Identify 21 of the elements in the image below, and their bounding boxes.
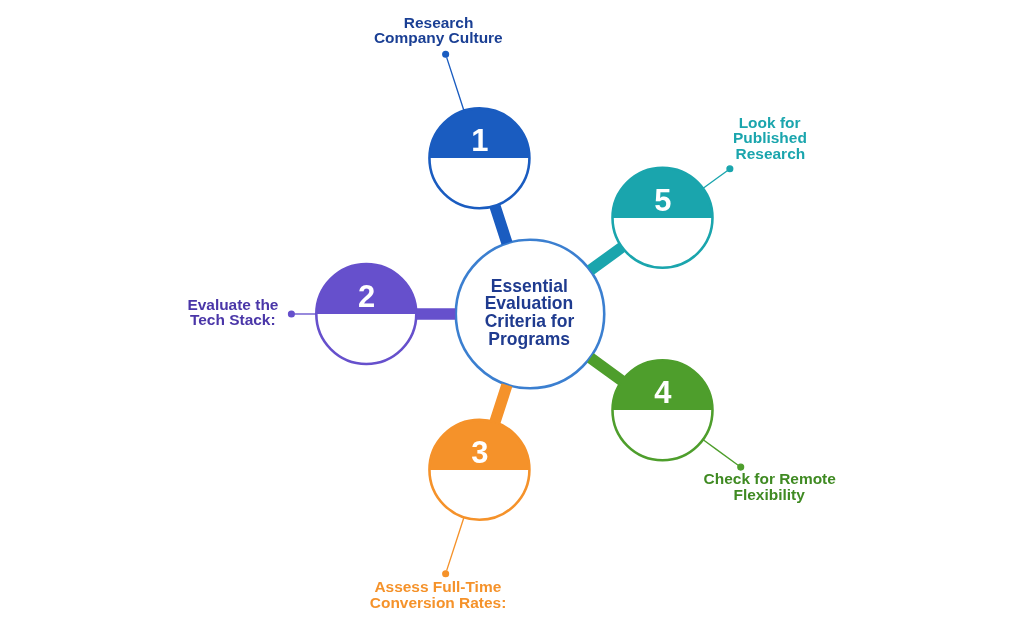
connector [442,50,465,112]
node-text: Assess Full-Time Conversion Rates: [369,578,507,611]
node-text: Look for Published Research [733,113,807,162]
connector [702,439,745,471]
node-circle: Essential Evaluation Criteria for Programs [454,238,606,390]
connector [489,204,513,245]
node-text: Evaluate the Tech Stack: [187,295,279,329]
node-circle: 4 [611,358,714,462]
connector [702,165,734,189]
node-circle: 1 [428,107,531,210]
connector [442,516,465,578]
node-text: Research Company Culture [373,13,503,47]
node-text: Check for Remote Flexibility [703,470,836,503]
connector [287,310,317,318]
node-circle: 3 [428,418,531,521]
connector [416,308,456,320]
connector [587,242,626,275]
node-circle: 5 [611,166,714,270]
connector [587,353,626,386]
node-circle: 2 [315,262,418,366]
connector [489,383,513,424]
